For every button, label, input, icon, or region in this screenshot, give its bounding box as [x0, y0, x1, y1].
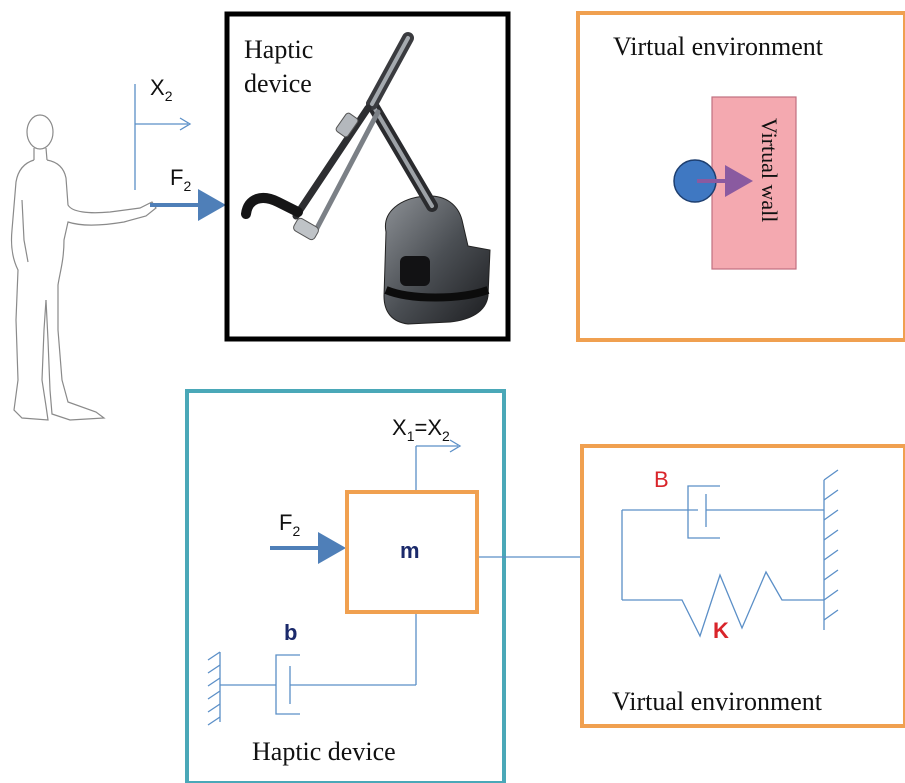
haptic-device-label-line2: device	[244, 69, 312, 98]
spring-damper-icon	[621, 469, 839, 638]
haptic-device-icon	[241, 32, 491, 325]
virtual-environment-title-bottom: Virtual environment	[612, 687, 823, 716]
f2-label-top: F2	[170, 165, 191, 194]
virtual-wall-label: Virtual wall	[757, 118, 782, 222]
damper-b-icon	[207, 614, 417, 726]
human-figure-icon	[10, 114, 157, 421]
spring-K-label: K	[713, 618, 729, 643]
haptic-device-title-bottom: Haptic device	[252, 737, 396, 766]
mass-label: m	[400, 538, 420, 563]
damper-b-label: b	[284, 620, 297, 645]
x1-axis	[415, 439, 462, 492]
x1-equals-x2-label: X1=X2	[392, 415, 450, 444]
haptic-device-label-line1: Haptic	[244, 35, 313, 64]
mass-block	[345, 490, 479, 614]
virtual-environment-box-bottom	[580, 444, 905, 728]
x2-axis	[134, 84, 192, 190]
x2-label: X2	[150, 75, 173, 104]
f2-label-bottom: F2	[279, 510, 300, 539]
damper-B-label: B	[654, 467, 669, 492]
virtual-environment-title-top: Virtual environment	[613, 32, 824, 61]
